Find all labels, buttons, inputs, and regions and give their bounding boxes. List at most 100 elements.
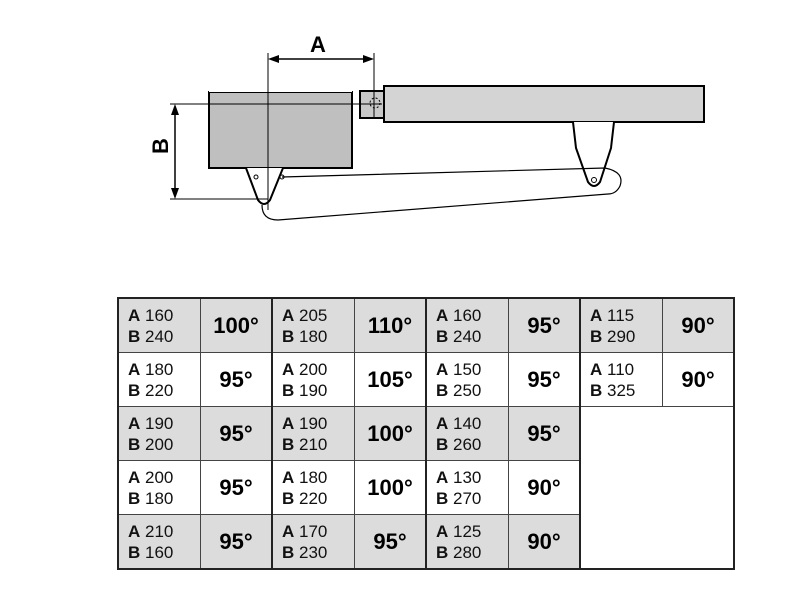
dimension-b-label: B [148,138,173,154]
dimension-a-line: A 115 [590,305,662,326]
opening-angle-cell: 95° [508,352,581,407]
dimension-key: B [282,326,295,346]
pillar [208,91,353,169]
dimension-b-line: B 280 [436,542,508,563]
opening-angle-cell: 95° [200,406,273,461]
dimension-b-line: B 180 [128,488,200,509]
dimension-b-line: B 250 [436,380,508,401]
dimension-value: 205 [299,305,328,325]
dimension-value: 180 [299,467,328,487]
arrowhead [363,55,374,63]
dimension-value: 110 [607,359,635,379]
dimension-value: 200 [145,434,174,454]
dimension-key: A [590,359,603,379]
opening-angle-cell: 95° [200,352,273,407]
opening-angle-cell: 105° [354,352,427,407]
dimension-value: 150 [453,359,482,379]
opening-angle-cell: 95° [200,514,273,570]
dimension-value: 210 [299,434,328,454]
dimension-key: A [282,359,295,379]
dimension-value: 190 [299,413,328,433]
dimension-a-line: A 190 [282,413,354,434]
dimension-a-line: A 110 [590,359,662,380]
gate-leaf [383,85,705,123]
dimension-value: 125 [453,521,482,541]
dimension-value: 160 [453,305,482,325]
opening-angle-cell: 90° [508,514,581,570]
dimension-key: B [436,542,449,562]
dimension-key: B [590,326,603,346]
opening-angle-cell: 100° [200,297,273,353]
empty-cell [579,406,735,570]
dimension-a-line: A 160 [436,305,508,326]
dimension-value: 200 [299,359,328,379]
dimension-key: B [128,488,141,508]
dimension-key: B [128,434,141,454]
dimension-key: A [436,305,449,325]
dimension-key: A [128,359,141,379]
dimension-a-line: A 160 [128,305,200,326]
dimension-value: 210 [145,521,174,541]
dimension-key: A [436,413,449,433]
dimension-a-line: A 210 [128,521,200,542]
dimension-key: A [436,521,449,541]
dimension-b-line: B 190 [282,380,354,401]
arrowhead [268,55,279,63]
dimension-a-line: A 140 [436,413,508,434]
dimension-a-line: A 205 [282,305,354,326]
dimension-key: A [282,413,295,433]
dimension-a-label: A [310,32,326,57]
dimension-a-line: A 200 [282,359,354,380]
dimension-value: 240 [145,326,174,346]
dimension-value: 290 [607,326,636,346]
dimension-key: A [282,521,295,541]
opening-angle-cell: 90° [662,352,735,407]
dimension-value: 280 [453,542,482,562]
dimension-key: A [128,305,141,325]
dimension-a-line: A 125 [436,521,508,542]
dimension-a-line: A 130 [436,467,508,488]
opening-angle-cell: 95° [508,297,581,353]
dimension-value: 220 [145,380,174,400]
opening-angle-cell: 90° [508,460,581,515]
dimension-value: 180 [299,326,328,346]
opening-angle-cell: 90° [662,297,735,353]
dimension-key: A [128,413,141,433]
dimension-a-line: A 190 [128,413,200,434]
dimension-b-line: B 210 [282,434,354,455]
dimension-value: 190 [145,413,174,433]
dimension-key: A [128,467,141,487]
dimension-a-line: A 200 [128,467,200,488]
dimension-value: 325 [607,380,636,400]
opening-angle-cell: 110° [354,297,427,353]
dimension-key: B [436,326,449,346]
opening-angle-cell: 95° [354,514,427,570]
dimension-b-line: B 180 [282,326,354,347]
dimension-value: 180 [145,488,174,508]
dimension-b-line: B 325 [590,380,662,401]
dimension-b-line: B 260 [436,434,508,455]
dimension-value: 260 [453,434,482,454]
dimension-value: 200 [145,467,174,487]
dimension-key: B [590,380,603,400]
dimension-key: A [128,521,141,541]
dimension-b-line: B 240 [128,326,200,347]
operator-arm [261,167,622,221]
dimension-value: 270 [453,488,482,508]
dimension-value: 190 [299,380,328,400]
dimension-a-line: A 150 [436,359,508,380]
dimension-key: B [282,434,295,454]
